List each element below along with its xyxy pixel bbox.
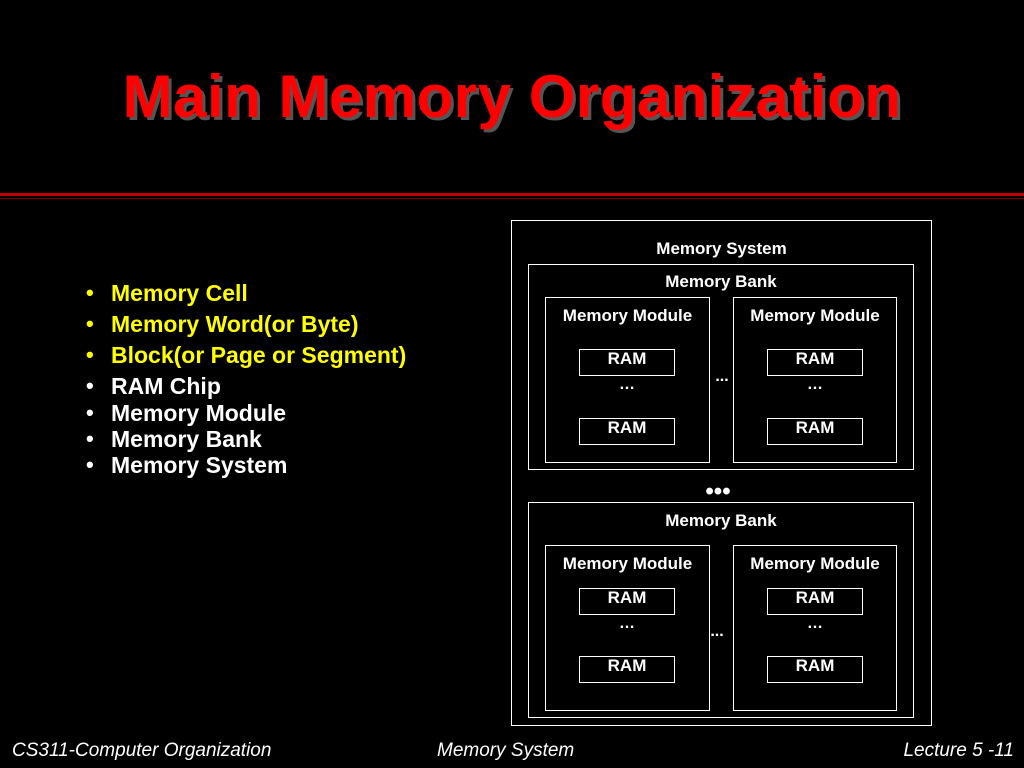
slide-title: Main Memory Organization: [122, 63, 902, 130]
bullet-dot-icon: •: [86, 342, 94, 367]
memory-module-box: [545, 545, 710, 711]
bullet-text: Memory Cell: [111, 280, 248, 306]
ram-chip: RAM: [767, 418, 863, 445]
module-ellipsis: ...: [710, 623, 724, 640]
ram-chip: RAM: [579, 656, 675, 683]
memory-bank-label: Memory Bank: [665, 272, 777, 291]
memory-module-label: Memory Module: [750, 554, 880, 573]
memory-module-label: Memory Module: [562, 554, 693, 573]
memory-module-label: Memory Module: [562, 306, 693, 325]
vertical-ellipsis: …: [619, 376, 635, 393]
footer-topic: Memory System: [437, 740, 575, 761]
bullet-text: Block(or Page or Segment): [111, 342, 407, 368]
vertical-ellipsis: …: [807, 615, 823, 632]
vertical-ellipsis: …: [619, 615, 635, 632]
memory-module-box: [545, 297, 710, 463]
title-rule-secondary: [0, 198, 1024, 199]
bullet-dot-icon: •: [86, 373, 94, 398]
memory-module-label: Memory Module: [750, 306, 880, 325]
ram-chip: RAM: [767, 656, 863, 683]
title-rule: [0, 193, 1024, 196]
footer-course: CS311-Computer Organization: [12, 740, 272, 761]
bullet-dot-icon: •: [86, 426, 94, 451]
vertical-ellipsis: …: [807, 376, 823, 393]
ram-chip: RAM: [767, 588, 863, 615]
bullet-dot-icon: •: [86, 400, 94, 425]
memory-bank-box: [528, 502, 914, 718]
bullet-dot-icon: •: [86, 280, 94, 305]
memory-module-box: [733, 297, 897, 463]
bullet-text: RAM Chip: [111, 373, 221, 399]
bank-ellipsis: •••: [705, 478, 731, 505]
ram-chip: RAM: [767, 349, 863, 376]
bullet-text: Memory Bank: [111, 426, 262, 452]
memory-system-box: [511, 220, 932, 726]
memory-system-label: Memory System: [656, 239, 787, 258]
memory-module-box: [733, 545, 897, 711]
memory-bank-box: [528, 264, 914, 470]
memory-bank-label: Memory Bank: [665, 511, 777, 530]
bullet-dot-icon: •: [86, 452, 94, 477]
footer-lecture: Lecture 5 -11: [903, 740, 1014, 761]
bullet-text: Memory Module: [111, 400, 287, 426]
ram-chip: RAM: [579, 418, 675, 445]
bullet-dot-icon: •: [86, 311, 94, 336]
bullet-text: Memory Word(or Byte): [111, 311, 359, 337]
ram-chip: RAM: [579, 588, 675, 615]
module-ellipsis: ...: [715, 368, 729, 385]
bullet-text: Memory System: [111, 452, 288, 478]
ram-chip: RAM: [579, 349, 675, 376]
